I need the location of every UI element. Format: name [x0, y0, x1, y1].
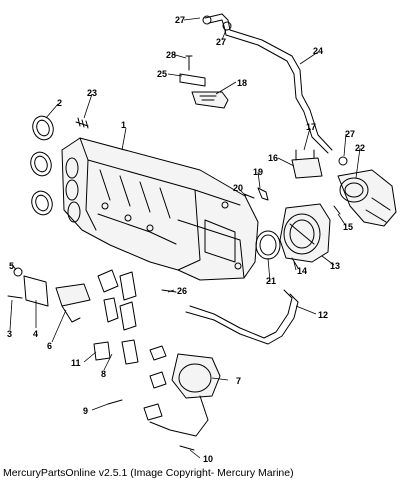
leader-lines: [9, 17, 361, 459]
callout-label: 20: [233, 183, 243, 193]
throttle-screw-part: [291, 257, 299, 269]
module-screw-part: [107, 399, 123, 405]
harness-hose-part: [185, 289, 299, 345]
elbow-clamp-part: [333, 205, 341, 215]
callout-label: 5: [9, 261, 14, 271]
callout-label: 13: [330, 261, 340, 271]
screw-part: [243, 193, 255, 199]
callout-labels: 1 2 3 4 5 6 7 8 9 10 11 12 13 14 15 16 1…: [7, 15, 365, 464]
callout-label: 4: [33, 329, 38, 339]
callout-label: 22: [355, 143, 365, 153]
vent-hose-part: [202, 13, 333, 154]
callout-label: 26: [177, 286, 187, 296]
callout-label: 23: [87, 88, 97, 98]
callout-label: 3: [7, 329, 12, 339]
callout-label: 14: [297, 266, 307, 276]
air-elbow-part: [337, 169, 397, 227]
sensor-bolt-part: [257, 187, 269, 201]
callout-label: 12: [318, 310, 328, 320]
callout-label: 1: [121, 120, 126, 130]
callout-label: 27: [216, 37, 226, 47]
lower-screw-part: [179, 445, 195, 451]
callout-label: 2: [57, 98, 62, 108]
callout-label: 24: [313, 46, 323, 56]
fuel-injectors-part: [93, 269, 139, 365]
callout-label: 28: [166, 50, 176, 60]
callout-label: 16: [268, 153, 278, 163]
hose-clamp-part: [338, 156, 348, 166]
electronic-module-part: [143, 345, 221, 437]
callout-label: 21: [266, 276, 276, 286]
callout-label: 27: [345, 129, 355, 139]
mounting-screw-part: [161, 289, 177, 293]
callout-label: 11: [71, 358, 81, 368]
bracket-and-sensor-part: [179, 55, 229, 109]
valve-assembly-part: [7, 267, 91, 323]
callout-label: 9: [83, 406, 88, 416]
copyright-caption: MercuryPartsOnline v2.5.1 (Image Copyrig…: [3, 467, 294, 479]
throttle-body-part: [279, 203, 331, 263]
callout-label: 25: [157, 69, 167, 79]
intake-manifold-part: [61, 137, 259, 281]
manifold-gaskets-part: [30, 115, 54, 216]
callout-label: 19: [253, 167, 263, 177]
callout-label: 7: [236, 376, 241, 386]
throttle-sensor-part: [291, 149, 323, 179]
callout-label: 15: [343, 222, 353, 232]
callout-label: 10: [203, 454, 213, 464]
callout-label: 17: [306, 122, 316, 132]
throttle-gasket-part: [255, 230, 281, 260]
stud-part: [75, 117, 89, 129]
callout-label: 8: [101, 369, 106, 379]
callout-label: 6: [47, 341, 52, 351]
callout-label: 18: [237, 78, 247, 88]
callout-label: 27: [175, 15, 185, 25]
